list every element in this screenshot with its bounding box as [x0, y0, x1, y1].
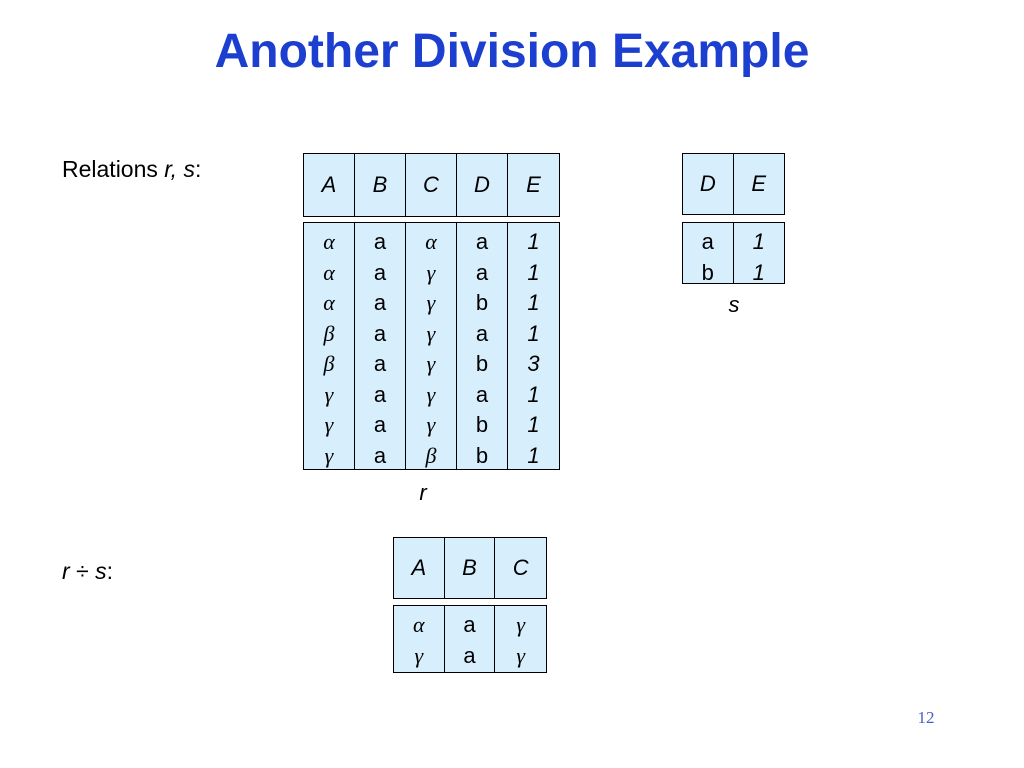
relation-r-caption: r	[419, 480, 427, 505]
relation-r-cell: 1	[527, 290, 540, 315]
division-result-cell: a	[463, 612, 476, 637]
division-result-header-a: A	[394, 538, 445, 598]
relation-r-cell: a	[373, 290, 387, 315]
relation-r-cell: 1	[527, 442, 540, 468]
relation-r-cell: 1	[527, 259, 540, 285]
relation-r-cell: γ	[426, 320, 436, 346]
relation-s-caption: s	[728, 292, 740, 317]
relation-r-cell: a	[475, 259, 489, 285]
relation-r-cell: a	[373, 442, 387, 468]
division-r: r	[62, 558, 77, 584]
relation-r-cell: a	[475, 320, 489, 346]
relation-s-header-e: E	[751, 171, 767, 196]
relation-s-cell: b	[701, 259, 714, 285]
relation-r-header-a: A	[304, 154, 355, 216]
relation-r-cell: 1	[527, 381, 540, 407]
relation-r-cell: β	[425, 442, 437, 468]
relation-r-cell: b	[475, 412, 489, 437]
relation-s-cell: a	[701, 229, 714, 254]
relation-r-cell: a	[373, 259, 387, 285]
relation-r-cell: a	[373, 229, 387, 254]
division-label: r ÷ s:	[62, 557, 113, 585]
relation-r-cell: γ	[324, 442, 334, 468]
relation-r-cell: α	[323, 290, 335, 315]
relation-s-header-d: D	[683, 154, 734, 214]
division-result-cell: γ	[516, 642, 525, 668]
division-result-cell: α	[413, 612, 425, 637]
relation-r-cell: α	[425, 229, 437, 254]
relation-r-cell: β	[323, 351, 335, 376]
relation-r-cell: γ	[426, 412, 436, 437]
relation-r-cell: b	[475, 290, 489, 315]
relation-r-cell: α	[323, 229, 335, 254]
relation-r-cell: 1	[527, 320, 540, 346]
relation-r-cell: a	[373, 320, 387, 346]
relations-label: Relations r, s:	[62, 155, 201, 183]
relation-r-cell: γ	[426, 259, 436, 285]
relation-r-header-d: D	[457, 154, 508, 216]
division-result-cell: γ	[414, 642, 424, 668]
division-result-header-c: C	[512, 555, 529, 580]
relation-s-cell: 1	[752, 259, 765, 285]
relation-r-header-c: C	[406, 154, 457, 216]
relation-r-cell: γ	[426, 351, 436, 376]
relation-r-cell: γ	[324, 412, 334, 437]
relation-r-header-b: B	[355, 154, 406, 216]
division-operator: ÷	[76, 558, 89, 584]
relation-r-cell: β	[323, 320, 335, 346]
relation-r-cell: 1	[527, 229, 540, 254]
relation-r-cell: a	[373, 412, 387, 437]
relation-r-header-e: E	[526, 172, 541, 197]
relation-r-cell: 1	[527, 412, 540, 437]
division-s: s	[88, 558, 107, 584]
division-result-header-b: B	[445, 538, 496, 598]
relation-r-cell: b	[475, 442, 489, 468]
relations-suffix: :	[194, 156, 202, 182]
relation-r-cell: a	[373, 381, 387, 407]
relations-vars: r, s	[164, 156, 195, 182]
relation-r-cell: a	[475, 381, 489, 407]
relation-r-cell: a	[373, 351, 387, 376]
division-result-cell: γ	[516, 612, 525, 637]
division-result-cell: a	[463, 642, 476, 668]
relation-r-cell: α	[323, 259, 335, 285]
relation-r-cell: γ	[426, 290, 436, 315]
relation-r-cell: a	[475, 229, 489, 254]
relation-r-cell: γ	[324, 381, 334, 407]
relation-r-column-e: 1 1 1 1 3 1 1 1	[508, 223, 559, 469]
relations-prefix: Relations	[62, 156, 165, 182]
relation-r-cell: γ	[426, 381, 436, 407]
division-suffix: :	[106, 558, 113, 584]
page-number: 12	[917, 708, 935, 727]
relation-s-cell: 1	[752, 229, 765, 254]
relation-r-cell: 3	[527, 351, 540, 376]
relation-r-cell: b	[475, 351, 489, 376]
slide-title: Another Division Example	[214, 25, 810, 78]
